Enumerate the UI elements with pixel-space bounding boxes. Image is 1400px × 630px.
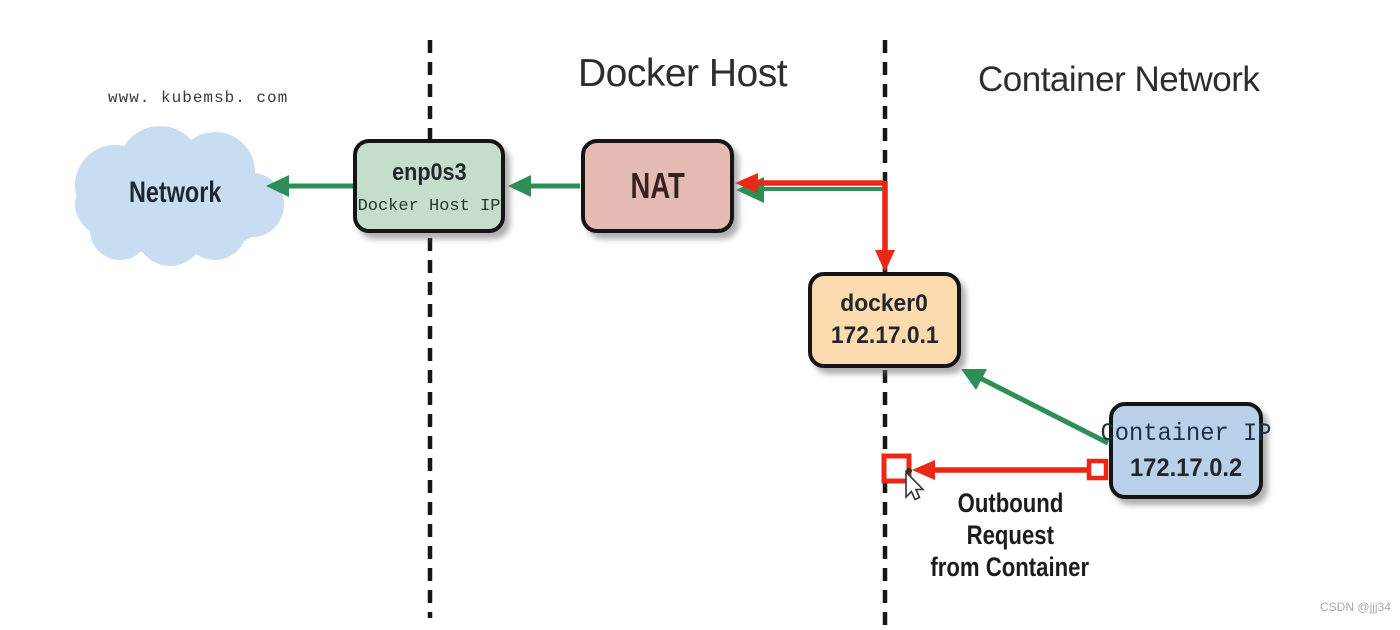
- node-container-ip: Container IP 172.17.0.2: [1100, 402, 1272, 499]
- container-ip-label: Container IP: [1100, 418, 1272, 448]
- csdn-watermark: CSDN @jjj34: [1320, 600, 1391, 614]
- mouse-cursor-icon: [905, 470, 925, 501]
- arrow-nat-to-enp0s3: [508, 175, 580, 197]
- section-title-container-network: Container Network: [978, 60, 1260, 99]
- docker0-ip: 172.17.0.1: [830, 322, 939, 349]
- container-ip-address: 172.17.0.2: [1129, 453, 1243, 482]
- outbound-endpoint-square: [1086, 458, 1109, 481]
- section-title-docker-host: Docker Host: [578, 52, 788, 95]
- arrow-outbound-request: [881, 453, 1109, 484]
- node-docker0: docker0 172.17.0.1: [808, 272, 961, 368]
- network-cloud-shape: [75, 126, 284, 266]
- enp0s3-label: enp0s3: [391, 158, 467, 186]
- arrow-red-to-docker0: [875, 181, 895, 272]
- arrow-container-to-docker0: [961, 369, 1110, 446]
- node-nat: NAT: [581, 139, 734, 233]
- annotation-line-3: from Container: [930, 552, 1090, 582]
- arrow-enp0s3-to-network: [266, 175, 355, 197]
- enp0s3-sublabel: Docker Host IP: [357, 196, 501, 216]
- site-label: www. kubemsb. com: [108, 89, 289, 107]
- annotation-line-1: Outbound: [957, 488, 1063, 518]
- annotation-line-2: Request: [966, 520, 1054, 550]
- network-cloud-label: Network: [128, 176, 222, 209]
- docker0-label: docker0: [840, 290, 929, 317]
- arrow-red-to-nat: [735, 173, 884, 193]
- nat-label: NAT: [630, 165, 685, 206]
- outbound-request-annotation: Outbound Request from Container: [903, 487, 1117, 583]
- node-enp0s3: enp0s3 Docker Host IP: [353, 139, 505, 233]
